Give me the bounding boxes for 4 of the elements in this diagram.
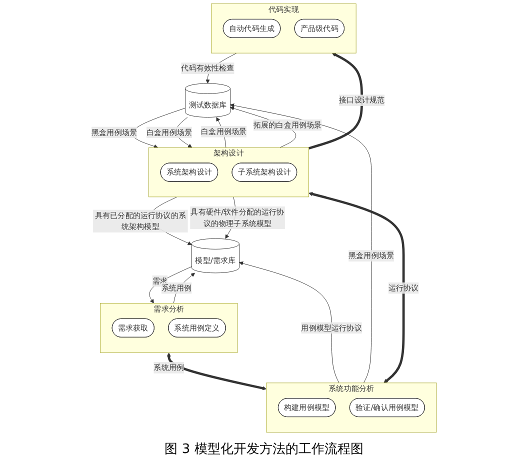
arrow — [308, 192, 405, 383]
figure-caption: 图 3 模型化开发方法的工作流程图 — [164, 441, 364, 459]
arrow — [308, 52, 364, 150]
arrow — [166, 352, 267, 390]
